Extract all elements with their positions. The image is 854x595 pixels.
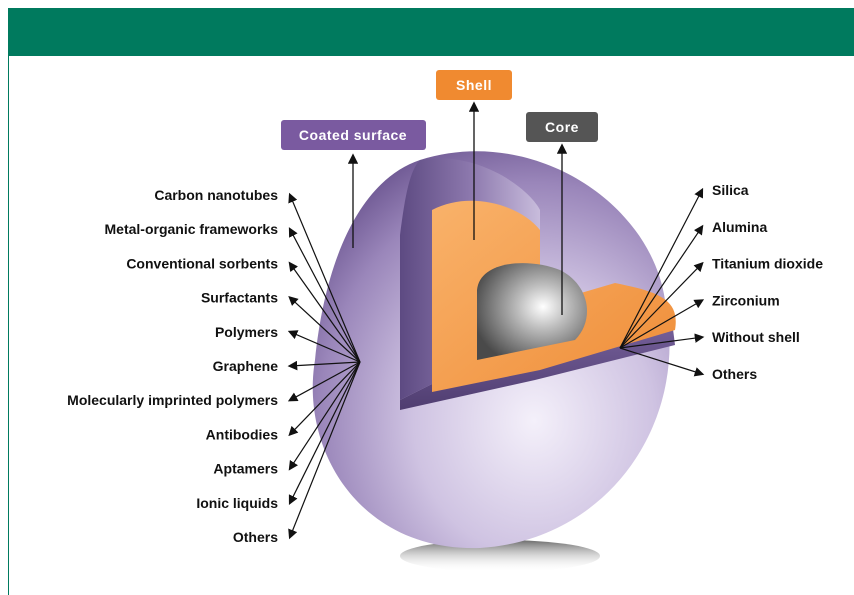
shell-material-item: Silica <box>712 182 749 198</box>
shell-material-item: Alumina <box>712 219 767 235</box>
coating-material-item: Ionic liquids <box>196 495 278 511</box>
core-tag: Core <box>526 112 598 142</box>
coating-material-item: Surfactants <box>201 290 278 306</box>
coated-surface-tag: Coated surface <box>281 120 426 150</box>
coating-material-item: Carbon nanotubes <box>154 187 278 203</box>
shell-material-item: Others <box>712 366 757 382</box>
shell-tag: Shell <box>436 70 512 100</box>
shell-material-item: Titanium dioxide <box>712 256 823 272</box>
core-label: Core <box>545 119 579 135</box>
coating-material-item: Others <box>233 529 278 545</box>
coating-material-item: Conventional sorbents <box>126 255 278 271</box>
coating-material-item: Metal-organic frameworks <box>105 221 279 237</box>
coating-material-item: Aptamers <box>213 461 278 477</box>
shell-material-item: Zirconium <box>712 292 780 308</box>
coating-material-item: Molecularly imprinted polymers <box>67 392 278 408</box>
shell-label: Shell <box>456 77 492 93</box>
coating-material-item: Graphene <box>213 358 279 374</box>
shell-material-item: Without shell <box>712 329 800 345</box>
coating-material-item: Antibodies <box>206 426 279 442</box>
coating-material-item: Polymers <box>215 324 278 340</box>
coated-surface-label: Coated surface <box>299 127 407 143</box>
